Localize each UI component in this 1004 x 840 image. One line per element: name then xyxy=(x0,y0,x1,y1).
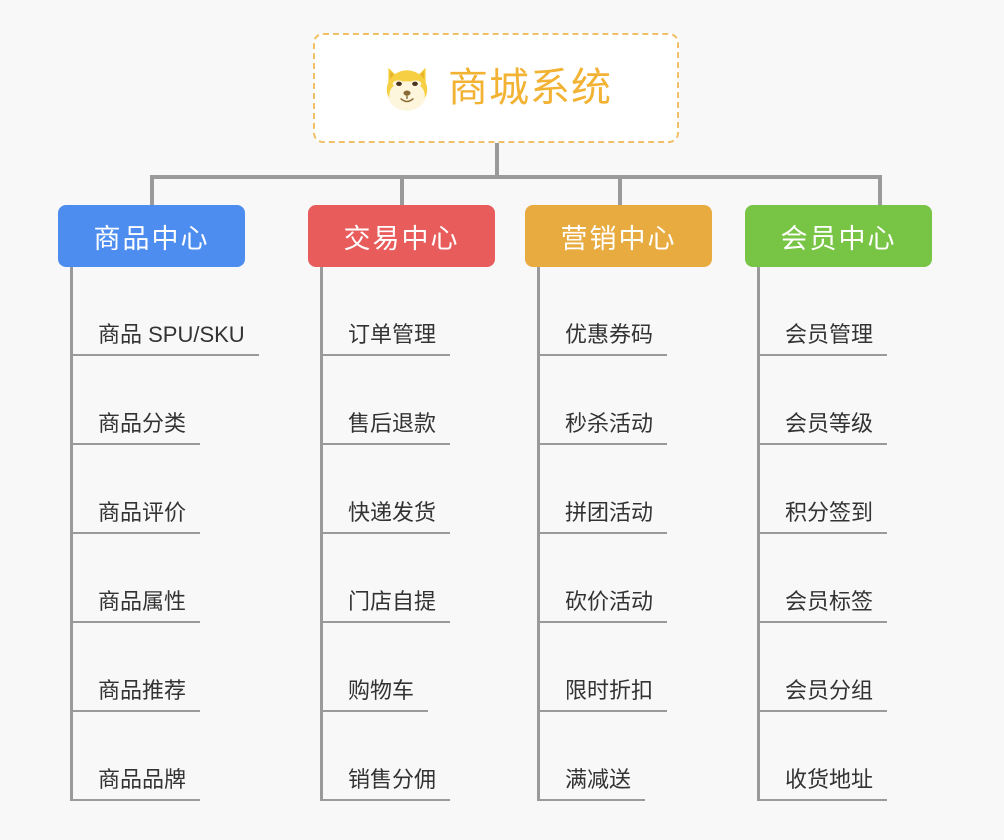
leaf-label: 订单管理 xyxy=(348,321,437,347)
list-item[interactable]: 售后退款 xyxy=(308,356,518,445)
leaf-label: 拼团活动 xyxy=(565,499,654,525)
column-body: 会员管理 会员等级 积分签到 会员标签 会员分组 收货地址 xyxy=(745,267,955,801)
leaf-label: 砍价活动 xyxy=(565,588,654,614)
list-item[interactable]: 商品 SPU/SKU xyxy=(58,267,268,356)
column-spine xyxy=(757,267,760,801)
column-body: 订单管理 售后退款 快递发货 门店自提 购物车 销售分佣 xyxy=(308,267,518,801)
leaf-label: 会员等级 xyxy=(785,410,874,436)
leaf-label: 积分签到 xyxy=(785,499,874,525)
list-item[interactable]: 销售分佣 xyxy=(308,712,518,801)
list-item[interactable]: 购物车 xyxy=(308,623,518,712)
column-spine xyxy=(70,267,73,801)
leaf-label: 秒杀活动 xyxy=(565,410,654,436)
column-header-label: 商品中心 xyxy=(93,223,210,254)
column-spine xyxy=(537,267,540,801)
list-item[interactable]: 收货地址 xyxy=(745,712,955,801)
list-item[interactable]: 快递发货 xyxy=(308,445,518,534)
list-item[interactable]: 商品分类 xyxy=(58,356,268,445)
leaf-label: 会员管理 xyxy=(785,321,874,347)
leaf-label: 商品品牌 xyxy=(98,766,187,792)
list-item[interactable]: 商品品牌 xyxy=(58,712,268,801)
column-header-marketing-center[interactable]: 营销中心 xyxy=(525,205,712,267)
column-header-label: 交易中心 xyxy=(343,223,460,254)
column-spine xyxy=(320,267,323,801)
list-item[interactable]: 商品评价 xyxy=(58,445,268,534)
list-item[interactable]: 商品属性 xyxy=(58,534,268,623)
connector-drop-3 xyxy=(618,175,622,208)
column-header-product-center[interactable]: 商品中心 xyxy=(58,205,245,267)
list-item[interactable]: 门店自提 xyxy=(308,534,518,623)
list-item[interactable]: 会员等级 xyxy=(745,356,955,445)
leaf-label: 商品 SPU/SKU xyxy=(98,321,245,347)
list-item[interactable]: 积分签到 xyxy=(745,445,955,534)
leaf-label: 收货地址 xyxy=(785,766,874,792)
leaf-label: 限时折扣 xyxy=(565,677,654,703)
list-item[interactable]: 限时折扣 xyxy=(525,623,735,712)
leaf-label: 商品推荐 xyxy=(98,677,187,703)
column-member-center: 会员中心 会员管理 会员等级 积分签到 会员标签 会员分组 收货地址 xyxy=(745,205,955,801)
leaf-label: 商品评价 xyxy=(98,499,187,525)
connector-drop-2 xyxy=(400,175,404,208)
leaf-label: 门店自提 xyxy=(348,588,437,614)
root-title: 商城系统 xyxy=(448,66,612,110)
list-item[interactable]: 会员分组 xyxy=(745,623,955,712)
list-item[interactable]: 拼团活动 xyxy=(525,445,735,534)
column-header-label: 会员中心 xyxy=(780,223,897,254)
list-item[interactable]: 商品推荐 xyxy=(58,623,268,712)
leaf-label: 优惠券码 xyxy=(565,321,654,347)
list-item[interactable]: 秒杀活动 xyxy=(525,356,735,445)
leaf-label: 销售分佣 xyxy=(348,766,437,792)
connector-drop-1 xyxy=(150,175,154,208)
shiba-dog-icon xyxy=(380,61,434,115)
leaf-label: 商品属性 xyxy=(98,588,187,614)
connector-horizontal-bus xyxy=(150,175,882,179)
leaf-label: 会员标签 xyxy=(785,588,874,614)
list-item[interactable]: 优惠券码 xyxy=(525,267,735,356)
column-header-trade-center[interactable]: 交易中心 xyxy=(308,205,495,267)
root-node[interactable]: 商城系统 xyxy=(313,33,679,143)
leaf-label: 购物车 xyxy=(348,677,415,703)
column-marketing-center: 营销中心 优惠券码 秒杀活动 拼团活动 砍价活动 限时折扣 满减送 xyxy=(525,205,735,801)
connector-root-stem xyxy=(495,143,499,177)
column-header-label: 营销中心 xyxy=(560,223,677,254)
list-item[interactable]: 会员管理 xyxy=(745,267,955,356)
leaf-label: 商品分类 xyxy=(98,410,187,436)
list-item[interactable]: 砍价活动 xyxy=(525,534,735,623)
column-body: 优惠券码 秒杀活动 拼团活动 砍价活动 限时折扣 满减送 xyxy=(525,267,735,801)
list-item[interactable]: 会员标签 xyxy=(745,534,955,623)
list-item[interactable]: 订单管理 xyxy=(308,267,518,356)
column-body: 商品 SPU/SKU 商品分类 商品评价 商品属性 商品推荐 商品品牌 xyxy=(58,267,268,801)
column-product-center: 商品中心 商品 SPU/SKU 商品分类 商品评价 商品属性 商品推荐 商品品牌 xyxy=(58,205,268,801)
leaf-label: 会员分组 xyxy=(785,677,874,703)
column-trade-center: 交易中心 订单管理 售后退款 快递发货 门店自提 购物车 销售分佣 xyxy=(308,205,518,801)
leaf-label: 快递发货 xyxy=(348,499,437,525)
leaf-label: 满减送 xyxy=(565,766,632,792)
column-header-member-center[interactable]: 会员中心 xyxy=(745,205,932,267)
leaf-label: 售后退款 xyxy=(348,410,437,436)
list-item[interactable]: 满减送 xyxy=(525,712,735,801)
connector-drop-4 xyxy=(878,175,882,208)
